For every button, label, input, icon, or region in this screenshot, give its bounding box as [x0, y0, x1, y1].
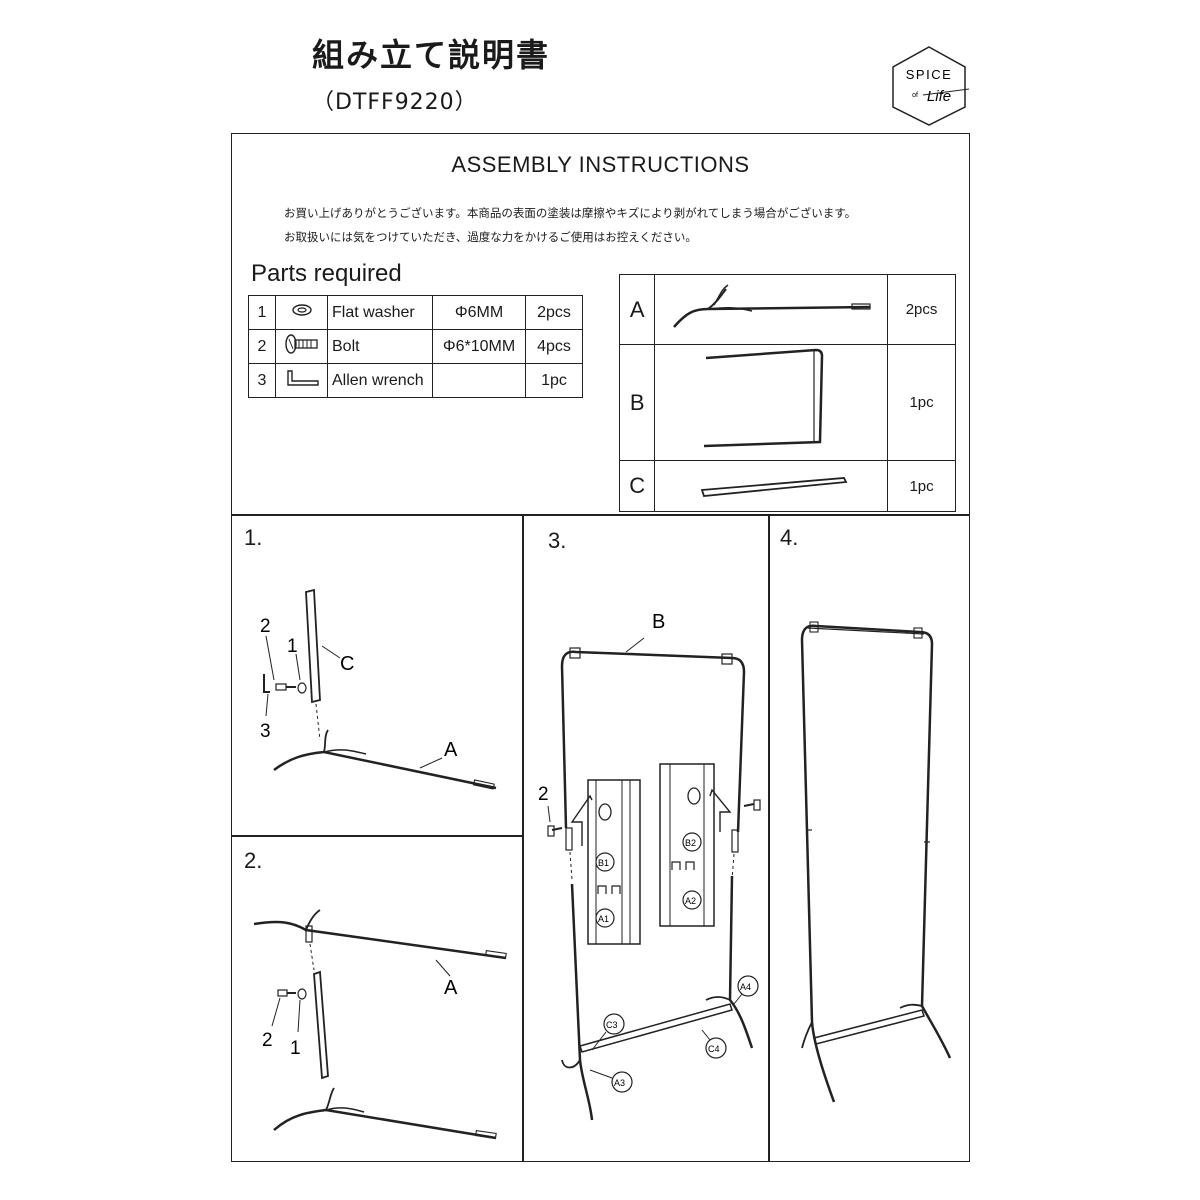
parts-required-title: Parts required [251, 260, 402, 287]
part-name: Bolt [327, 329, 433, 364]
part-qty: 4pcs [525, 329, 583, 364]
part-qty: 2pcs [525, 295, 583, 330]
step-3-label-a3: A3 [614, 1078, 625, 1088]
step-3-label-2: 2 [538, 784, 549, 805]
step-1-label-1: 1 [287, 636, 298, 657]
logo-top-text: SPICE [906, 67, 953, 82]
assembly-instructions-title: ASSEMBLY INSTRUCTIONS [451, 152, 750, 177]
part-name: Allen wrench [327, 363, 433, 398]
parts-row: 3 Allen wrench 1pc [248, 363, 583, 398]
part-name: Flat washer [327, 295, 433, 330]
washer-icon [275, 295, 328, 330]
step-3-label-a2: A2 [685, 896, 696, 906]
component-id: C [618, 460, 656, 512]
logo-script-text: Life [927, 88, 951, 105]
component-qty: 2pcs [887, 274, 956, 345]
part-number: 1 [248, 295, 276, 330]
detail-a1-b1 [587, 779, 641, 945]
step-2-number: 2. [244, 848, 263, 873]
part-spec: Φ6MM [432, 295, 526, 330]
step-2-label-2: 2 [262, 1030, 273, 1051]
note-line-1: お買い上げありがとうございます。本商品の表面の塗装は摩擦やキズにより剥がれてしま… [284, 206, 857, 220]
component-row: C 1pc [618, 460, 956, 512]
step-3-number: 3. [548, 528, 567, 553]
step-2-label-a: A [444, 977, 458, 999]
allen-wrench-icon [275, 363, 328, 398]
logo-of-text: of [912, 92, 918, 99]
document-title: 組み立て説明書 [312, 36, 551, 74]
component-qty: 1pc [887, 344, 956, 461]
step-1-label-c: C [340, 653, 354, 675]
component-id: A [618, 274, 656, 345]
step-3-label-a1: A1 [598, 914, 609, 924]
divider-top [231, 514, 970, 516]
crossbar-icon [654, 460, 889, 512]
instruction-frame [231, 133, 970, 1162]
step-4-illustration [800, 621, 952, 1103]
part-number: 2 [248, 329, 276, 364]
step-3-label-b: B [652, 611, 665, 633]
step-3-label-c3: C3 [606, 1020, 618, 1030]
divider-col-1 [522, 514, 524, 1162]
divider-col-2 [768, 514, 770, 1162]
step-3-label-c4: C4 [708, 1044, 720, 1054]
part-number: 3 [248, 363, 276, 398]
parts-table: 1 Flat washer Φ6MM 2pcs 2 Bolt Φ6*10MM 4… [248, 295, 583, 398]
part-spec [432, 363, 526, 398]
step-2-label-1: 1 [290, 1038, 301, 1059]
parts-row: 2 Bolt Φ6*10MM 4pcs [248, 329, 583, 364]
components-table: A 2pcs B 1pc C 1pc [618, 274, 956, 512]
divider-step-1-2 [231, 835, 523, 837]
step-3-label-b1: B1 [598, 858, 609, 868]
component-row: B 1pc [618, 344, 956, 461]
step-3-label-b2: B2 [685, 838, 696, 848]
base-leg-icon [654, 274, 889, 345]
step-4-number: 4. [780, 525, 799, 550]
u-frame-icon [654, 344, 889, 461]
step-1-label-a: A [444, 739, 458, 761]
component-qty: 1pc [887, 460, 956, 512]
component-id: B [618, 344, 656, 461]
model-code: （DTFF9220） [312, 90, 478, 115]
step-1-label-2: 2 [260, 616, 271, 637]
part-qty: 1pc [525, 363, 583, 398]
step-3-label-a4: A4 [740, 982, 751, 992]
detail-a2-b2 [659, 763, 715, 927]
step-3-illustration: B 2 B1 A1 B2 A2 C3 A3 A4 C4 [538, 611, 761, 1121]
parts-row: 1 Flat washer Φ6MM 2pcs [248, 295, 583, 330]
step-2-illustration: A 2 1 [253, 909, 507, 1140]
component-row: A 2pcs [618, 274, 956, 345]
bolt-icon [275, 329, 328, 364]
note-line-2: お取扱いには気をつけていただき、過度な力をかけるご使用はお控えください。 [284, 230, 697, 244]
spice-of-life-logo: SPICE of Life [892, 46, 970, 126]
step-1-number: 1. [244, 525, 263, 550]
step-1-illustration: 2 1 3 C A [260, 588, 497, 790]
step-1-label-3: 3 [260, 721, 271, 742]
part-spec: Φ6*10MM [432, 329, 526, 364]
